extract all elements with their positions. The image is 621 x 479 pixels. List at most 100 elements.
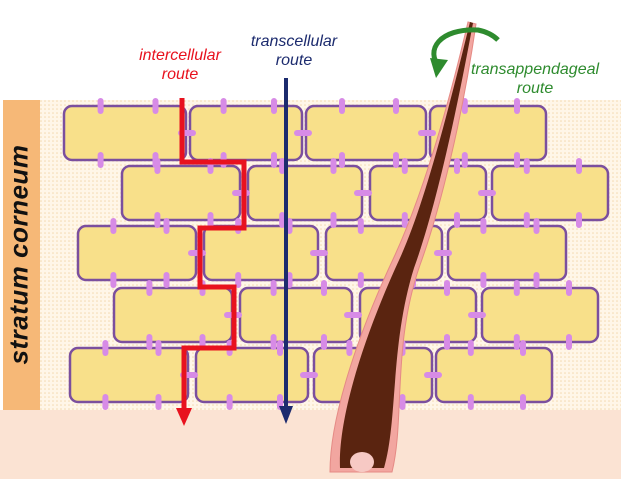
lipid-connector: [402, 212, 408, 228]
transcellular-label-line2: route: [232, 51, 356, 70]
lipid-connector: [424, 372, 442, 378]
lipid-connector: [154, 212, 160, 228]
lipid-connector: [146, 334, 152, 350]
lipid-connector: [300, 372, 318, 378]
lipid-connector: [344, 312, 362, 318]
lipid-connector: [434, 250, 452, 256]
lipid-connector: [294, 130, 312, 136]
corneocyte-cell: [78, 226, 196, 280]
lipid-connector: [576, 158, 582, 174]
lipid-connector: [110, 272, 116, 288]
lipid-connector: [478, 190, 496, 196]
lipid-connector: [480, 218, 486, 234]
corneocyte-cell: [114, 288, 232, 342]
lipid-connector: [153, 98, 159, 114]
lipid-connector: [232, 190, 250, 196]
corneocyte-cells: [64, 106, 608, 402]
lipid-connector: [331, 158, 337, 174]
lipid-connector: [576, 212, 582, 228]
lipid-connector: [277, 340, 283, 356]
hair-bulb-papilla: [350, 452, 374, 472]
lipid-connector: [566, 280, 572, 296]
stratum-corneum-label-box: stratum corneum: [2, 118, 36, 390]
lipid-connector: [271, 152, 277, 168]
lipid-connector: [534, 272, 540, 288]
stratum-corneum-label: stratum corneum: [4, 144, 35, 364]
lipid-connector: [358, 218, 364, 234]
lipid-connector: [110, 218, 116, 234]
lipid-connector: [358, 272, 364, 288]
lipid-connector: [271, 334, 277, 350]
lipid-connector: [524, 212, 530, 228]
corneocyte-cell: [196, 348, 308, 402]
lipid-connector: [400, 394, 406, 410]
transappendageal-label-line2: route: [452, 79, 618, 98]
transappendageal-label-line1: transappendageal: [452, 60, 618, 79]
lipid-connector: [514, 152, 520, 168]
corneocyte-cell: [436, 348, 552, 402]
lipid-connector: [393, 98, 399, 114]
lipid-connector: [188, 250, 206, 256]
lipid-connector: [354, 190, 372, 196]
transappendageal-label: transappendageal route: [452, 60, 618, 98]
intercellular-label-line1: intercellular: [118, 46, 242, 65]
lipid-connector: [468, 394, 474, 410]
corneocyte-cell: [204, 226, 318, 280]
lipid-connector: [393, 152, 399, 168]
lipid-connector: [339, 98, 345, 114]
lipid-connector: [524, 158, 530, 174]
transcellular-label: transcellular route: [232, 32, 356, 70]
lipid-connector: [154, 158, 160, 174]
lipid-connector: [321, 280, 327, 296]
corneocyte-cell: [306, 106, 426, 160]
lipid-connector: [156, 340, 162, 356]
lipid-connector: [98, 152, 104, 168]
lipid-connector: [146, 280, 152, 296]
lipid-connector: [514, 334, 520, 350]
lipid-connector: [566, 334, 572, 350]
lipid-connector: [227, 394, 233, 410]
lipid-connector: [102, 394, 108, 410]
lipid-connector: [321, 334, 327, 350]
lipid-connector: [271, 280, 277, 296]
lipid-connector: [156, 394, 162, 410]
lipid-connector: [444, 334, 450, 350]
lipid-connector: [520, 340, 526, 356]
corneocyte-cell: [248, 166, 362, 220]
corneocyte-cell: [122, 166, 240, 220]
lipid-connector: [271, 98, 277, 114]
corneocyte-cell: [64, 106, 186, 160]
corneocyte-cell: [482, 288, 598, 342]
lipid-connector: [480, 272, 486, 288]
lipid-connector: [468, 312, 486, 318]
lipid-connector: [444, 280, 450, 296]
lipid-connector: [514, 98, 520, 114]
lipid-connector: [339, 152, 345, 168]
corneocyte-cell: [240, 288, 352, 342]
lipid-connector: [102, 340, 108, 356]
lipid-connector: [534, 218, 540, 234]
intercellular-label-line2: route: [118, 65, 242, 84]
lipid-connector: [331, 212, 337, 228]
lipid-connector: [514, 280, 520, 296]
transcellular-label-line1: transcellular: [232, 32, 356, 51]
lipid-connector: [221, 98, 227, 114]
corneocyte-cell: [492, 166, 608, 220]
lipid-connector: [310, 250, 328, 256]
dermis-layer: [0, 410, 621, 479]
lipid-connector: [164, 272, 170, 288]
lipid-connector: [454, 212, 460, 228]
transappendageal-arrowhead: [430, 58, 448, 78]
corneocyte-cell: [70, 348, 188, 402]
lipid-connector: [454, 158, 460, 174]
lipid-connector: [520, 394, 526, 410]
lipid-connector: [468, 340, 474, 356]
lipid-connector: [402, 158, 408, 174]
lipid-connector: [98, 98, 104, 114]
corneocyte-cell: [448, 226, 566, 280]
lipid-connector: [164, 218, 170, 234]
lipid-connector: [418, 130, 436, 136]
intercellular-label: intercellular route: [118, 46, 242, 84]
lipid-connector: [346, 340, 352, 356]
